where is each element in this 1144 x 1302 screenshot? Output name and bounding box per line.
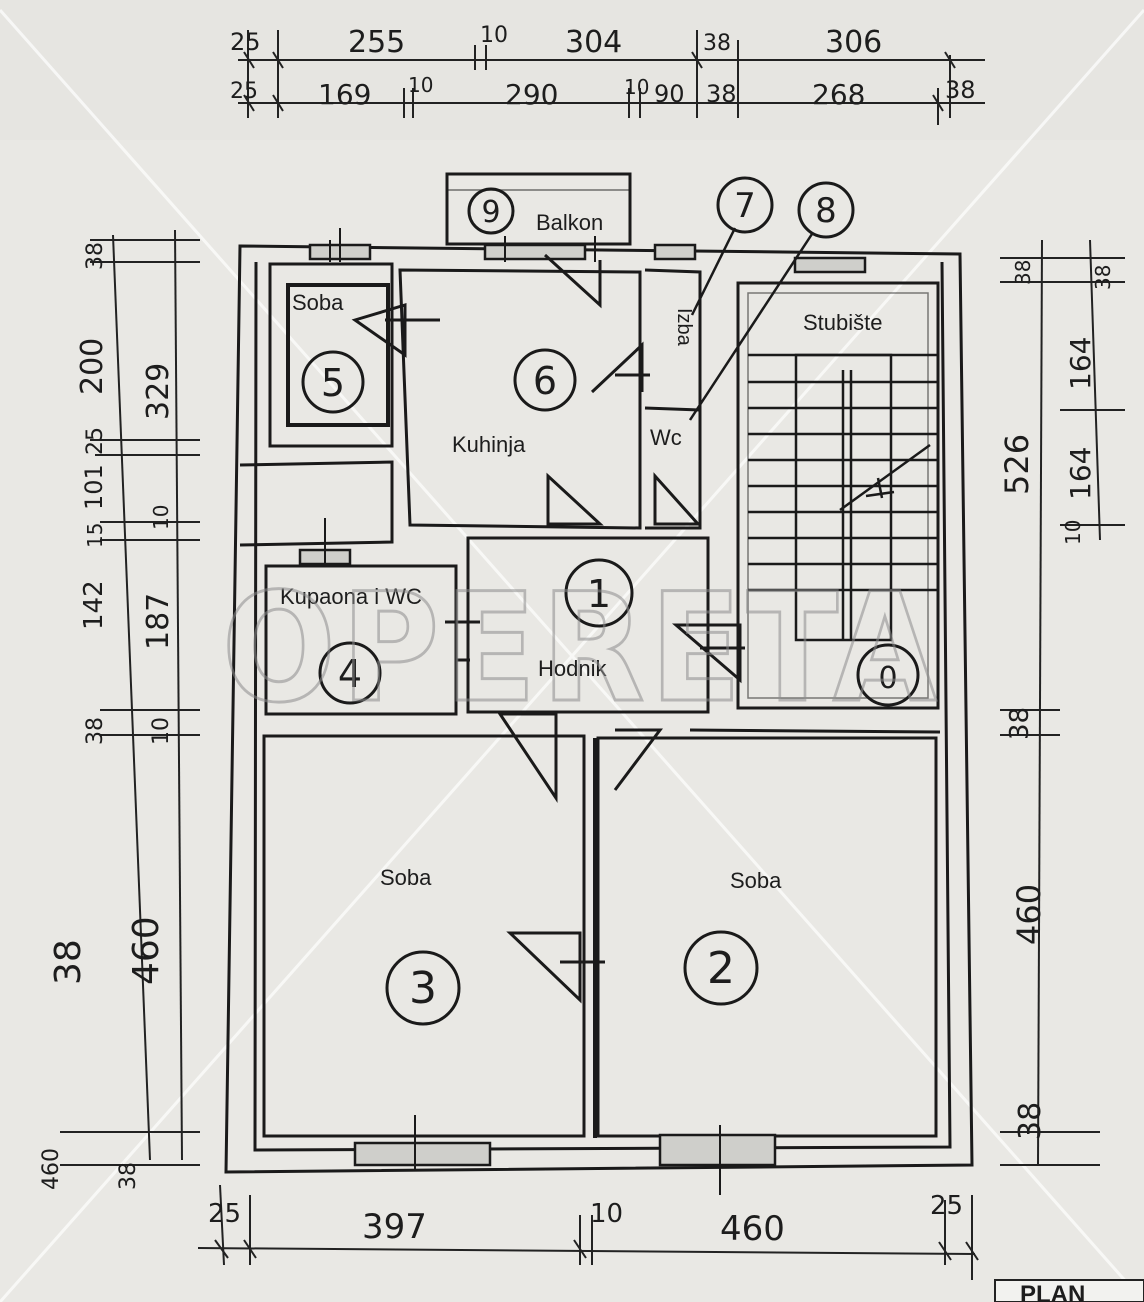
dim-top1-5: 306 xyxy=(825,25,882,60)
room-3-number: 3 xyxy=(409,963,437,1014)
interior-walls xyxy=(239,262,941,1138)
top-dimension-lines xyxy=(238,30,985,125)
room-numbers: 5 6 9 7 8 1 4 3 2 0 xyxy=(321,186,898,1014)
stairs-mark: 0 xyxy=(878,661,897,696)
bottom-dimension-lines xyxy=(197,1184,979,1280)
room-circles xyxy=(301,176,920,1026)
room-2-name: Soba xyxy=(730,868,782,893)
dim-right-4: 526 xyxy=(998,434,1036,495)
room-5-number: 5 xyxy=(321,361,345,405)
dim-left-14: 38 xyxy=(116,1162,141,1190)
dim-bottom-2: 10 xyxy=(590,1199,623,1229)
dim-top2-5: 90 xyxy=(654,80,685,108)
dim-top2-4: 10 xyxy=(624,75,649,99)
room-names: Balkon Soba Kuhinja Izba Wc Stubište Kup… xyxy=(280,210,883,893)
window-ticks xyxy=(324,228,721,1195)
dim-right-8: 38 xyxy=(1013,1102,1048,1140)
right-dimension-lines xyxy=(1000,239,1125,1166)
dim-right-5: 10 xyxy=(1061,520,1085,545)
windows xyxy=(298,243,867,1167)
room-7-number: 7 xyxy=(734,186,756,226)
room-5-name: Soba xyxy=(292,290,344,315)
dim-left-4: 25 xyxy=(83,427,108,455)
dim-left-12: 460 xyxy=(126,916,167,985)
dim-right-3: 164 xyxy=(1064,447,1097,500)
watermark-diagonals xyxy=(0,9,1144,1302)
dim-top1-4: 38 xyxy=(703,31,731,56)
leader-lines xyxy=(688,227,814,421)
room-6-name: Kuhinja xyxy=(452,432,526,457)
left-dimension-labels: 38 200 329 10 25 101 15 142 187 10 38 38… xyxy=(39,242,176,1190)
corner-text: PLAN xyxy=(1020,1281,1085,1302)
bottom-dimension-labels: 25 397 10 460 25 xyxy=(208,1191,963,1249)
left-dimension-lines xyxy=(60,229,200,1166)
room-8-number: 8 xyxy=(815,191,837,231)
dim-right-1: 38 xyxy=(1091,265,1115,290)
door-swings xyxy=(351,253,745,1004)
room-6-number: 6 xyxy=(533,359,557,403)
right-dimension-labels: 38 38 164 164 526 10 38 460 38 xyxy=(998,260,1115,1140)
room-4-number: 4 xyxy=(338,652,362,696)
room-9-number: 9 xyxy=(481,195,500,230)
room-3-name: Soba xyxy=(380,865,432,890)
room-7-name: Izba xyxy=(673,308,695,347)
dim-right-2: 164 xyxy=(1064,337,1097,390)
stairs-name: Stubište xyxy=(803,310,883,335)
dim-left-8: 187 xyxy=(141,593,176,650)
room-9-name: Balkon xyxy=(536,210,603,235)
room-1-name: Hodnik xyxy=(538,656,607,681)
dim-bottom-1: 397 xyxy=(362,1207,427,1247)
dim-top1-3: 304 xyxy=(565,25,622,60)
dim-right-7: 460 xyxy=(1010,884,1048,945)
dim-right-0: 38 xyxy=(1011,260,1035,285)
dim-top1-1: 255 xyxy=(348,25,405,60)
dim-left-3: 10 xyxy=(149,505,173,530)
room-4-name: Kupaona i WC xyxy=(280,584,422,609)
dim-left-1: 200 xyxy=(75,338,110,395)
dim-top2-3: 290 xyxy=(505,78,558,111)
dim-bottom-3: 460 xyxy=(720,1209,785,1249)
top-dimension-row-2: 25 169 10 290 10 90 38 268 38 xyxy=(230,73,976,111)
dim-left-13: 460 xyxy=(39,1148,64,1190)
dim-top2-2: 10 xyxy=(408,73,433,97)
dim-top2-1: 169 xyxy=(318,78,371,111)
dim-top2-8: 38 xyxy=(945,76,976,104)
dim-left-5: 101 xyxy=(80,464,108,510)
dim-left-11: 38 xyxy=(48,939,89,985)
room-8-name: Wc xyxy=(650,425,682,450)
room-2-number: 2 xyxy=(707,943,735,994)
dim-bottom-0: 25 xyxy=(208,1199,241,1229)
dim-top2-0: 25 xyxy=(230,79,258,104)
outer-walls xyxy=(224,244,974,1174)
stair-steps xyxy=(748,353,938,642)
dim-left-9: 10 xyxy=(149,717,174,745)
top-dimension-row-1: 25 255 10 304 38 306 xyxy=(230,23,882,60)
dim-left-10: 38 xyxy=(83,717,108,745)
dim-left-0: 38 xyxy=(83,242,108,270)
dim-bottom-4: 25 xyxy=(930,1191,963,1221)
dim-left-2: 329 xyxy=(141,363,176,420)
dim-top2-7: 268 xyxy=(812,78,865,111)
corner-label: PLAN xyxy=(994,1279,1144,1302)
dim-top2-6: 38 xyxy=(706,80,737,108)
dim-top1-2: 10 xyxy=(480,23,508,48)
dim-left-7: 142 xyxy=(79,580,109,630)
room-1-number: 1 xyxy=(587,572,611,616)
dim-top1-0: 25 xyxy=(230,28,261,56)
dim-right-6: 38 xyxy=(1005,707,1035,740)
watermark-text: OPERETA xyxy=(222,562,942,736)
dim-left-6: 15 xyxy=(83,523,107,548)
